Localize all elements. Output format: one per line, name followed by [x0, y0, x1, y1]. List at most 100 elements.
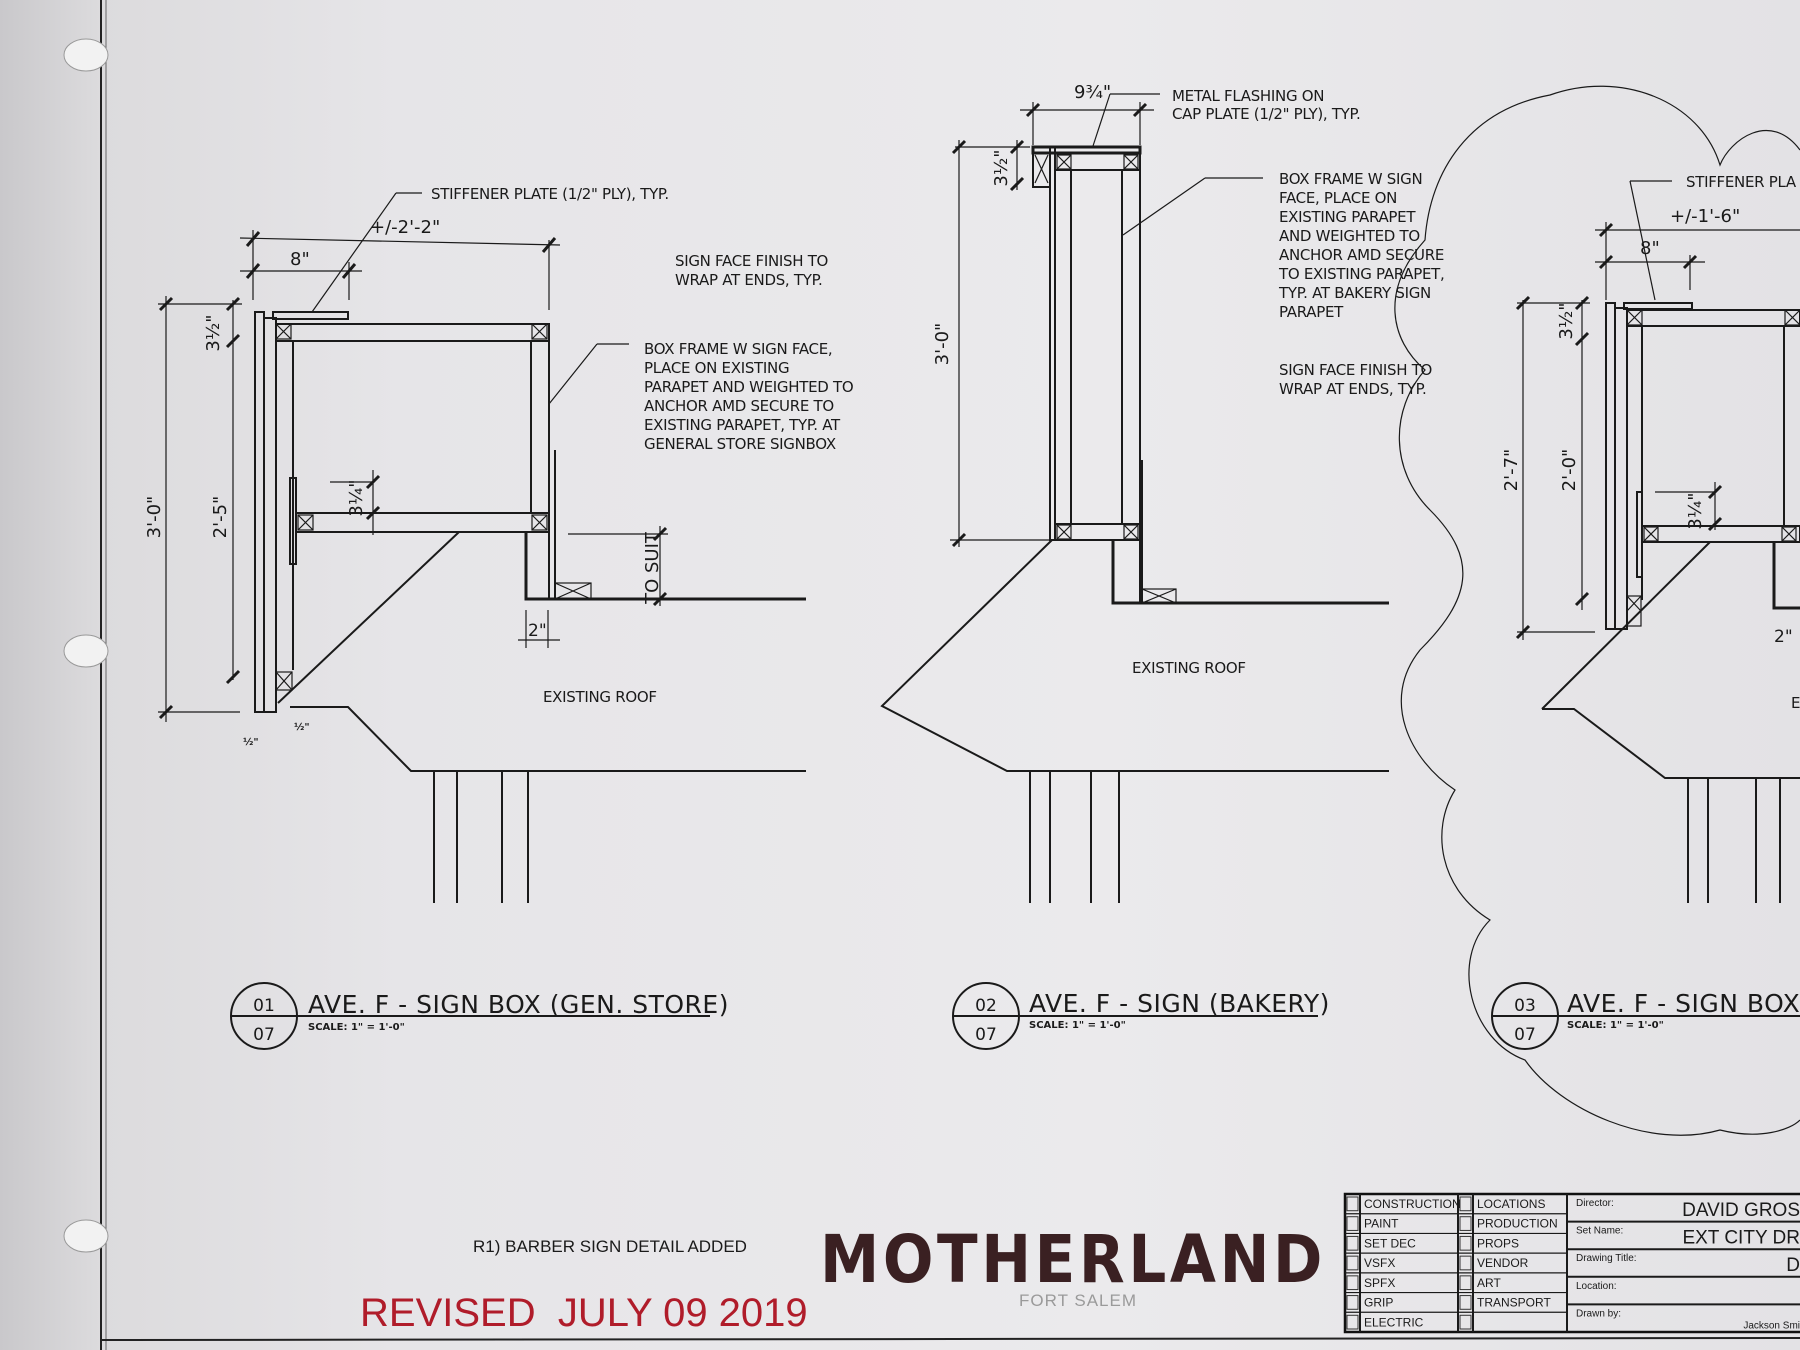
checkbox [1459, 1196, 1472, 1212]
dim-top: 3½" [1556, 302, 1577, 339]
box-frame-note: PARAPET [1279, 303, 1344, 321]
box-frame-note: TO EXISTING PARAPET, [1278, 265, 1445, 283]
department-label: CONSTRUCTION [1364, 1197, 1461, 1211]
field-label: Set Name: [1576, 1226, 1623, 1237]
box-frame-note: BOX FRAME W SIGN [1279, 170, 1422, 188]
checkbox [1459, 1216, 1472, 1231]
field-value: EXT CITY DR [1682, 1228, 1800, 1249]
title-block: CONSTRUCTION LOCATIONS PAINT PRODUCTION SET … [1343, 1192, 1800, 1334]
checkbox [1346, 1275, 1359, 1291]
field-value: Jackson Smi [1743, 1320, 1800, 1331]
dim-overall-width: +/-2'-2" [370, 217, 440, 238]
detail-title: AVE. F - SIGN BOX (GEN. STORE) [308, 990, 729, 1019]
checkbox [1459, 1295, 1472, 1310]
box-frame-note: ANCHOR AMD SECURE [1279, 246, 1444, 264]
department-label: VENDOR [1477, 1256, 1529, 1270]
box-frame-note: PARAPET AND WEIGHTED TO [644, 378, 853, 396]
field-label: Drawing Title: [1576, 1253, 1637, 1264]
finish-note: WRAP AT ENDS, TYP. [1279, 380, 1426, 398]
checkbox [1459, 1255, 1472, 1271]
detail-01-callout: 01 07 AVE. F - SIGN BOX (GEN. STORE) SCA… [230, 982, 729, 1050]
box-frame-note: FACE, PLACE ON [1279, 189, 1397, 207]
department-label: TRANSPORT [1477, 1296, 1551, 1310]
checkbox [1459, 1235, 1472, 1251]
finish-note-1: SIGN FACE FINISH TO [675, 252, 828, 270]
stiffener-note: STIFFENER PLATE (1/2" PLY), TYP. [431, 185, 669, 203]
department-label: PAINT [1364, 1217, 1399, 1231]
dim-parapet: 2" [528, 621, 547, 641]
flashing-note: CAP PLATE (1/2" PLY), TYP. [1172, 105, 1360, 123]
checkbox [1459, 1275, 1472, 1291]
binder-hole-icon [63, 634, 109, 668]
box-frame-note: GENERAL STORE SIGNBOX [644, 435, 836, 453]
field-label: Drawn by: [1576, 1308, 1621, 1319]
dim-width: 9¾" [1074, 82, 1111, 103]
binder-edge [63, 0, 109, 1350]
checkbox [1346, 1235, 1359, 1251]
field-value: D [1786, 1255, 1800, 1276]
checkbox [1346, 1295, 1359, 1310]
finish-note: SIGN FACE FINISH TO [1279, 361, 1432, 379]
dim-height: 3'-0" [932, 323, 953, 366]
box-frame-note: AND WEIGHTED TO [1279, 227, 1420, 245]
department-label: VSFX [1364, 1256, 1395, 1270]
dim-face: 2'-0" [1559, 449, 1580, 492]
department-label: SET DEC [1364, 1236, 1416, 1250]
dim-top: 3½" [203, 314, 224, 351]
department-label: PROPS [1477, 1236, 1519, 1250]
binder-hole-icon [63, 38, 109, 72]
detail-title: AVE. F - SIGN BOX ( [1567, 989, 1800, 1018]
revised-stamp: REVISED JULY 09 2019 [360, 1291, 808, 1335]
detail-scale: SCALE: 1" = 1'-0" [1029, 1020, 1126, 1031]
checkbox [1346, 1314, 1359, 1330]
sheet-number: 07 [1514, 1025, 1536, 1045]
dim-half: ½" [294, 722, 310, 733]
box-frame-note: TYP. AT BAKERY SIGN [1278, 284, 1431, 302]
dim-cap: 8" [290, 249, 310, 270]
box-frame-note: EXISTING PARAPET [1279, 208, 1416, 226]
detail-03-annotations: STIFFENER PLA +/-1'-6" 8" 2'-7" 2'-0" 3½… [1501, 173, 1800, 712]
box-frame-note: EXISTING PARAPET, TYP. AT [644, 416, 841, 434]
department-label: SPFX [1364, 1276, 1395, 1290]
field-value: DAVID GROS [1682, 1200, 1800, 1221]
dim-parapet: 2" [1774, 627, 1793, 647]
dim-top: 3½" [991, 149, 1012, 186]
field-label: Director: [1576, 1198, 1614, 1209]
stiffener-note: STIFFENER PLA [1686, 173, 1797, 191]
detail-02-annotations: 9¾" METAL FLASHING ON CAP PLATE (1/2" PL… [932, 82, 1445, 677]
dim-cap: 8" [1640, 238, 1660, 259]
department-label: ART [1477, 1276, 1501, 1290]
detail-02-callout: 02 07 AVE. F - SIGN (BAKERY) SCALE: 1" =… [952, 982, 1330, 1050]
dim-height: 2'-7" [1501, 449, 1522, 492]
dim-mid: 3¼" [1685, 492, 1706, 529]
detail-01-drawing [158, 192, 806, 903]
department-label: PRODUCTION [1477, 1217, 1558, 1231]
detail-03-drawing [1515, 180, 1800, 903]
revision-cloud [1394, 85, 1800, 1136]
detail-number: 03 [1514, 996, 1536, 1016]
detail-number: 01 [253, 996, 275, 1016]
dim-overall-width: +/-1'-6" [1670, 206, 1740, 227]
detail-title: AVE. F - SIGN (BAKERY) [1029, 989, 1330, 1018]
detail-scale: SCALE: 1" = 1'-0" [308, 1022, 405, 1033]
department-label: LOCATIONS [1477, 1197, 1545, 1211]
checkbox [1346, 1255, 1359, 1271]
binder-hole-icon [63, 1219, 109, 1253]
finish-note-2: WRAP AT ENDS, TYP. [675, 271, 822, 289]
dim-half: ½" [243, 737, 259, 748]
revision-note: R1) BARBER SIGN DETAIL ADDED [473, 1237, 747, 1256]
checkbox [1459, 1314, 1472, 1330]
detail-03-callout: 03 07 AVE. F - SIGN BOX ( SCALE: 1" = 1'… [1491, 982, 1800, 1050]
detail-scale: SCALE: 1" = 1'-0" [1567, 1020, 1664, 1031]
box-frame-note: BOX FRAME W SIGN FACE, [644, 340, 832, 358]
existing-roof-label: EXISTING ROOF [1791, 694, 1800, 712]
detail-number: 02 [975, 996, 997, 1016]
dim-height: 3'-0" [144, 496, 165, 539]
dim-mid: 3¼" [346, 479, 367, 516]
dim-face: 2'-5" [210, 496, 231, 539]
existing-roof-label: EXISTING ROOF [543, 688, 657, 706]
motherland-logo: MOTHERLAND [820, 1221, 1326, 1298]
checkbox [1346, 1196, 1359, 1212]
